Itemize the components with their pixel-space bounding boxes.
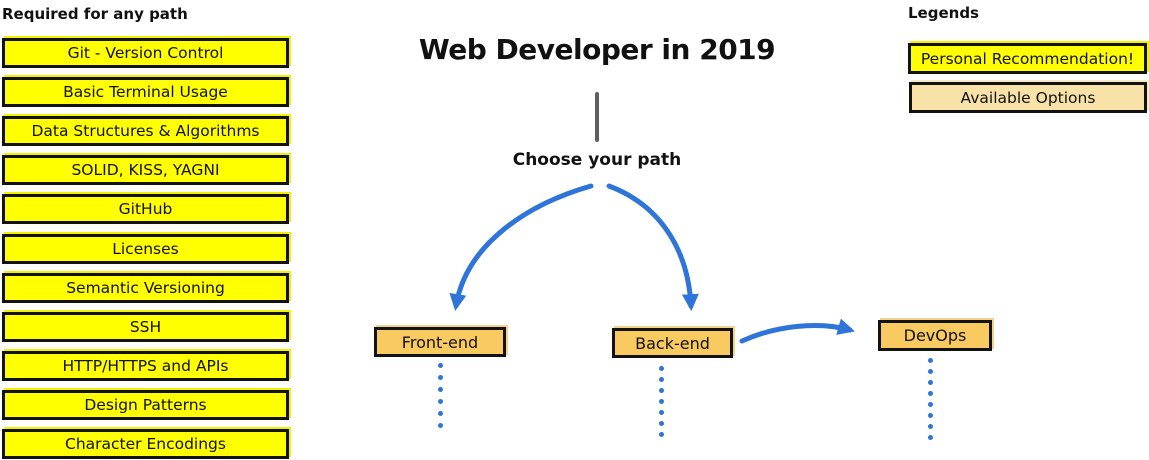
legend-item-label: Available Options [960, 88, 1096, 107]
required-item-github: GitHub [2, 194, 289, 224]
legend-available-options: Available Options [909, 82, 1147, 113]
required-item-label: Licenses [112, 240, 179, 258]
required-item-char-encodings: Character Encodings [2, 429, 289, 459]
legend-personal-recommendation: Personal Recommendation! [908, 43, 1147, 74]
arrow-backend-to-devops [739, 318, 855, 344]
arrow-to-front-end [449, 183, 594, 312]
path-box-front-end: Front-end [374, 327, 506, 357]
required-item-terminal: Basic Terminal Usage [2, 77, 289, 107]
dotted-connector-devops [928, 358, 933, 440]
required-item-git: Git - Version Control [2, 38, 289, 68]
required-item-semver: Semantic Versioning [2, 273, 289, 303]
dotted-connector-front-end [438, 363, 443, 428]
page-title: Web Developer in 2019 [418, 33, 776, 66]
path-box-label: DevOps [903, 326, 967, 345]
required-item-http-apis: HTTP/HTTPS and APIs [2, 351, 289, 381]
required-item-data-structures: Data Structures & Algorithms [2, 116, 289, 146]
required-item-label: HTTP/HTTPS and APIs [62, 357, 229, 375]
arrow-to-back-end [606, 183, 699, 312]
path-box-back-end: Back-end [612, 328, 733, 358]
required-item-label: Character Encodings [65, 435, 226, 453]
required-item-label: Basic Terminal Usage [63, 83, 228, 101]
choose-path-label: Choose your path [512, 150, 682, 170]
required-item-ssh: SSH [2, 312, 289, 342]
required-panel-title: Required for any path [2, 5, 188, 23]
required-item-label: Data Structures & Algorithms [31, 122, 260, 140]
required-item-design-patterns: Design Patterns [2, 390, 289, 420]
path-box-devops: DevOps [878, 320, 992, 351]
required-item-licenses: Licenses [2, 234, 289, 264]
required-item-label: Git - Version Control [67, 44, 224, 62]
legend-item-label: Personal Recommendation! [920, 49, 1135, 68]
required-item-solid-kiss-yagni: SOLID, KISS, YAGNI [2, 155, 289, 185]
required-item-label: SOLID, KISS, YAGNI [71, 161, 220, 179]
path-box-label: Front-end [401, 332, 479, 352]
dotted-connector-back-end [659, 366, 664, 437]
title-stem-line [595, 92, 599, 142]
required-item-label: GitHub [118, 200, 173, 218]
required-item-label: Design Patterns [84, 396, 207, 414]
required-item-label: Semantic Versioning [66, 279, 225, 297]
path-box-label: Back-end [635, 333, 710, 353]
required-item-label: SSH [129, 318, 162, 336]
legend-title: Legends [908, 4, 979, 22]
